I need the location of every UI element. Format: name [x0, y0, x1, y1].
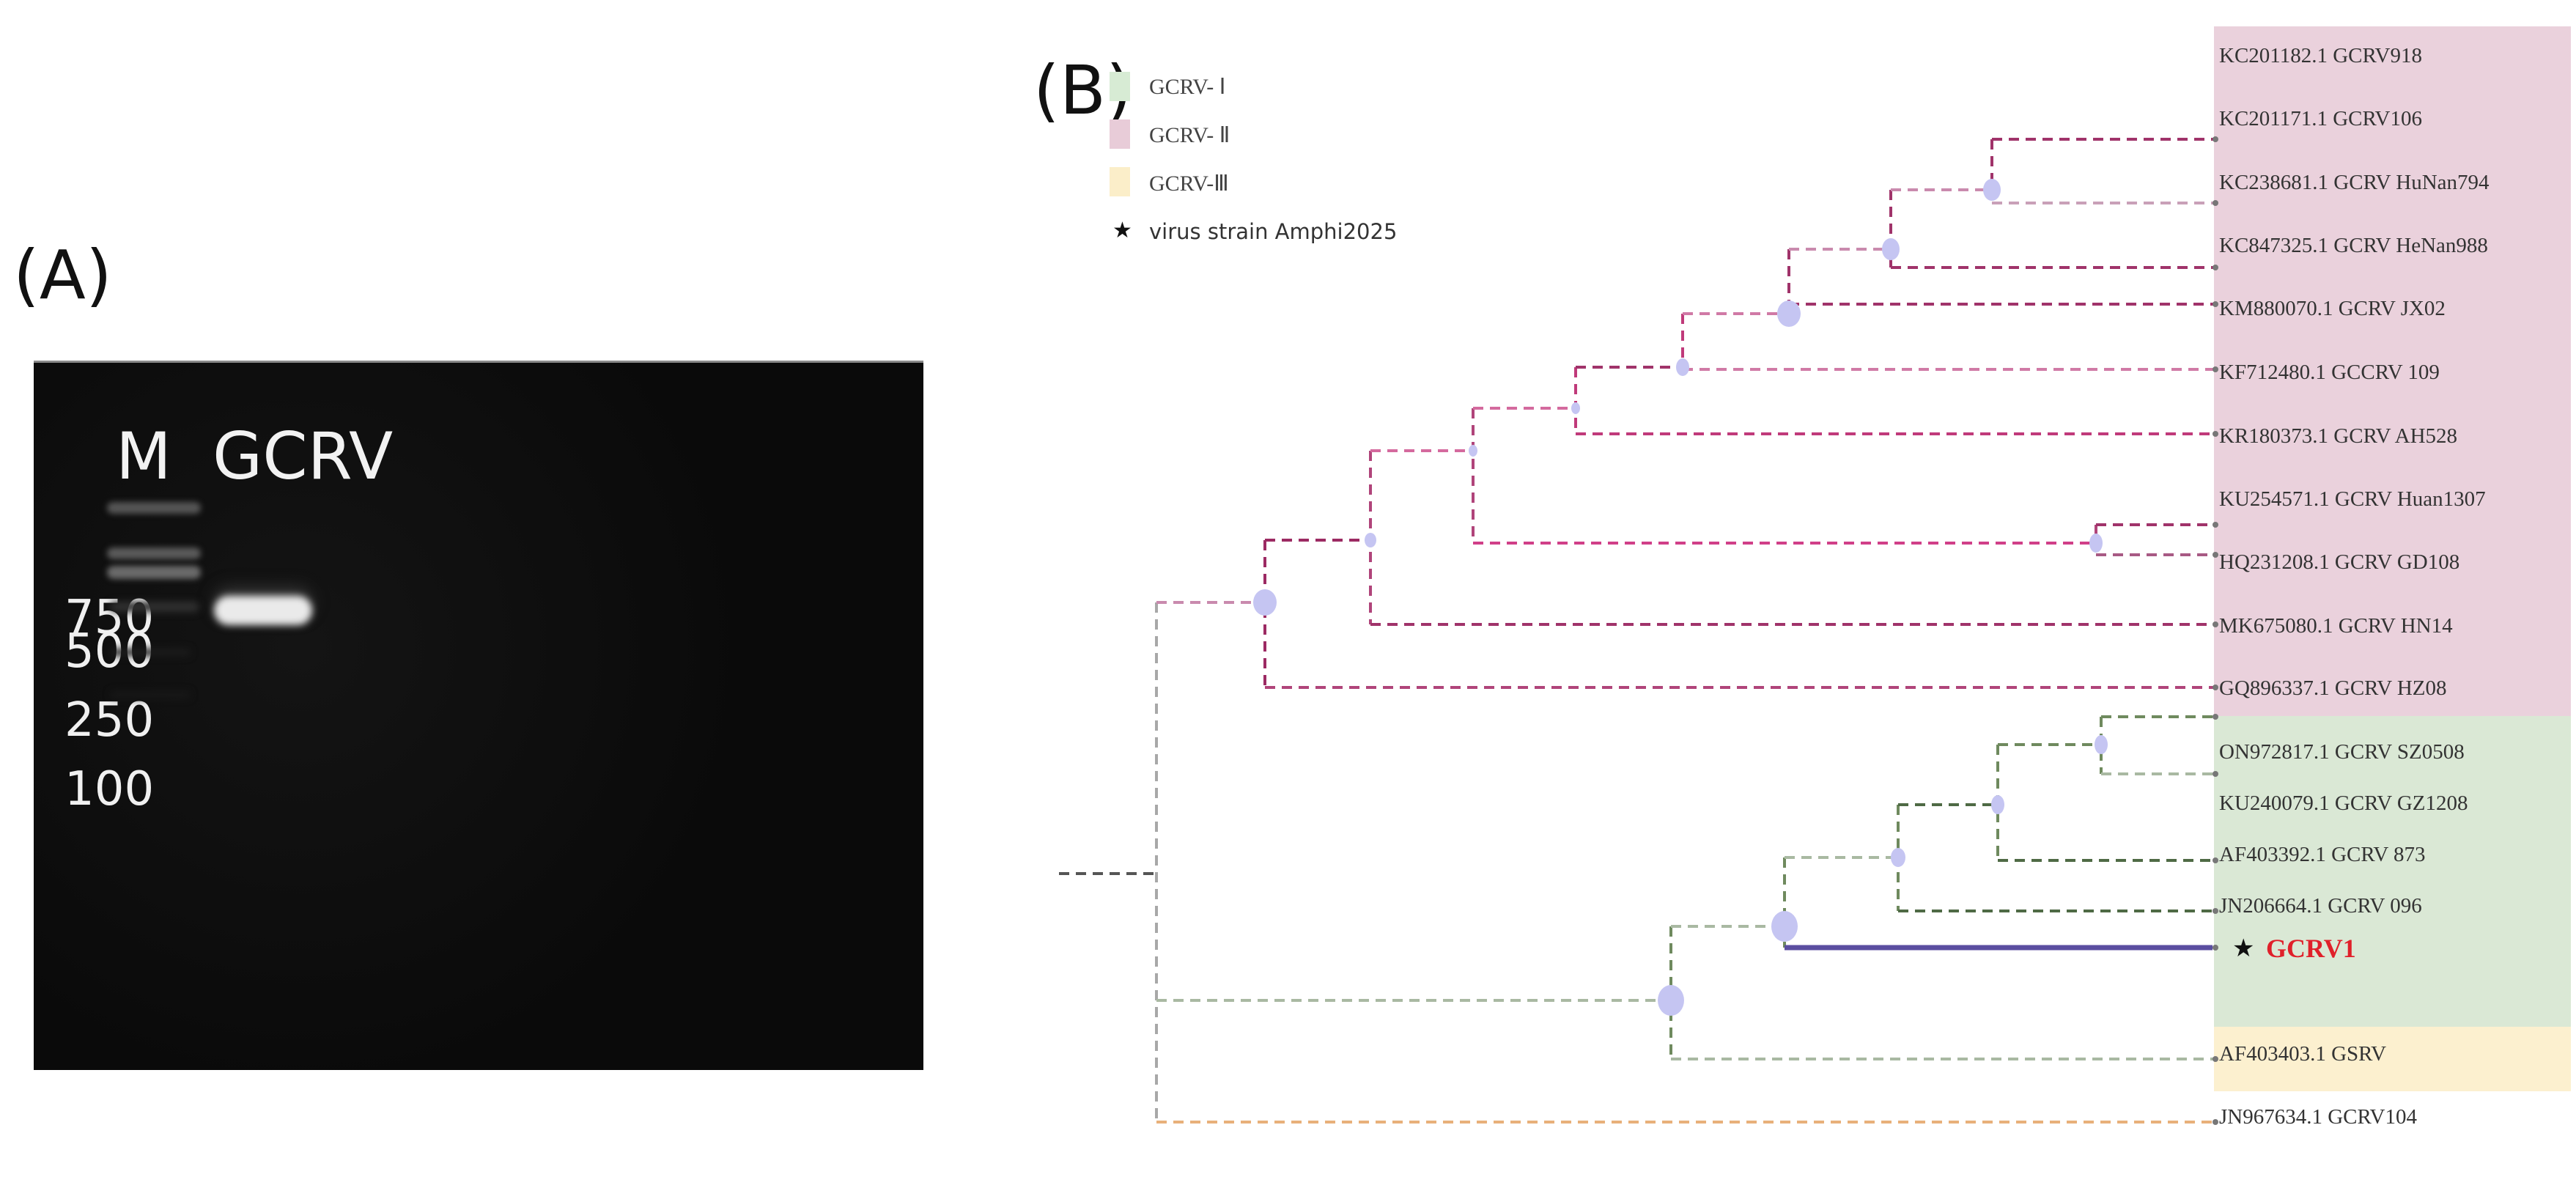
taxon-label: JN967634.1 GCRV104	[2219, 1105, 2417, 1129]
marker-band-2000	[107, 502, 201, 514]
legend-swatch-gcrv-iii	[1110, 167, 1130, 196]
taxon-label: KU240079.1 GCRV GZ1208	[2219, 792, 2468, 815]
gel-image: M GCRV 750 500 250 100	[34, 361, 923, 1070]
clade-band-gcrv-ii-lower	[2214, 327, 2571, 687]
taxon-label: AF403392.1 GCRV 873	[2219, 843, 2426, 866]
legend-swatch-gcrv-i	[1110, 72, 1130, 101]
legend-label-gcrv-ii: GCRV- Ⅱ	[1149, 123, 1230, 147]
taxon-label: AF403403.1 GSRV	[2219, 1042, 2387, 1066]
legend-swatch-gcrv-ii	[1110, 119, 1130, 149]
taxon-label: ON972817.1 GCRV SZ0508	[2219, 740, 2465, 764]
lane-label-marker: M	[116, 418, 171, 494]
taxon-label: GQ896337.1 GCRV HZ08	[2219, 676, 2447, 700]
taxon-label: KC201182.1 GCRV918	[2219, 44, 2422, 67]
legend-label-gcrv-i: GCRV- Ⅰ	[1149, 75, 1226, 99]
marker-band-1000	[107, 547, 201, 559]
marker-band-250	[110, 649, 191, 656]
taxon-label-highlight: GCRV1	[2266, 934, 2356, 963]
size-label-100: 100	[64, 762, 155, 816]
taxon-label: HQ231208.1 GCRV GD108	[2219, 550, 2460, 574]
taxon-label: KM880070.1 GCRV JX02	[2219, 297, 2446, 320]
star-icon: ★	[1112, 218, 1132, 243]
legend-label-gcrv-iii: GCRV-Ⅲ	[1149, 171, 1229, 196]
panel-a-label: (A)	[13, 236, 112, 314]
star-icon: ★	[2232, 934, 2255, 963]
clade-band-gcrv-ii-tail	[2214, 687, 2571, 716]
taxon-label: JN206664.1 GCRV 096	[2219, 894, 2422, 918]
size-label-250: 250	[64, 693, 155, 748]
taxon-label: KU254571.1 GCRV Huan1307	[2219, 487, 2486, 511]
taxon-label: KF712480.1 GCCRV 109	[2219, 361, 2440, 384]
taxon-label: MK675080.1 GCRV HN14	[2219, 614, 2453, 638]
marker-band-750	[107, 566, 201, 579]
taxon-label: KC847325.1 GCRV HeNan988	[2219, 234, 2488, 257]
clade-band-gcrv-ii	[2214, 26, 2571, 327]
lane-label-sample: GCRV	[213, 418, 394, 494]
legend-label-amphi2025: virus strain Amphi2025	[1149, 219, 1398, 244]
taxon-label: KC201171.1 GCRV106	[2219, 107, 2422, 130]
clade-band-gcrv-iii	[2214, 1027, 2571, 1091]
taxon-label: KR180373.1 GCRV AH528	[2219, 424, 2458, 448]
taxon-label: KC238681.1 GCRV HuNan794	[2219, 171, 2490, 194]
sample-band-500	[214, 596, 312, 625]
marker-band-500	[110, 602, 199, 612]
marker-band-100	[110, 691, 191, 698]
clade-band-gcrv-i	[2214, 716, 2571, 1027]
